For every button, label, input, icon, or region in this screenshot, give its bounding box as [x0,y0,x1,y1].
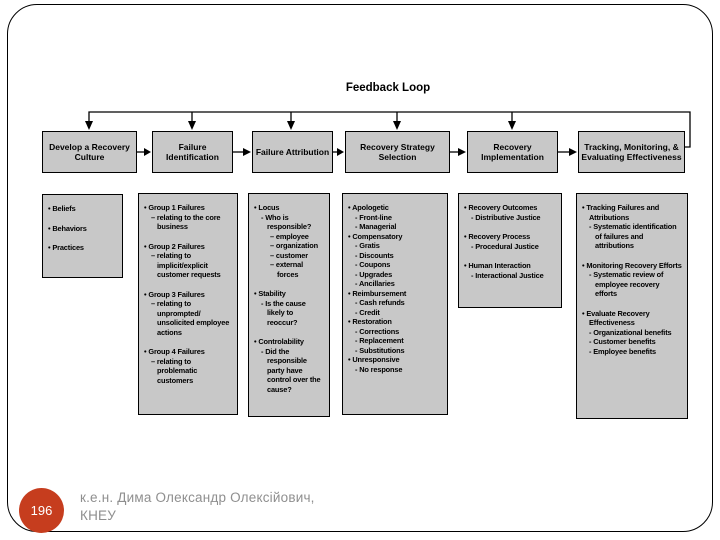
detail-line: • Evaluate Recovery Effectiveness [582,308,650,328]
slide-border-frame [7,4,713,532]
detail-line: • Beliefs [48,204,76,213]
detail-line: • Group 3 Failures [144,289,205,299]
detail-line: - Front-line [355,212,392,222]
detail-line: - Systematic review of employee recovery… [589,270,664,298]
detail-line: – organization [270,241,318,250]
detail-box-implementation: • Recovery Outcomes- Distributive Justic… [458,193,562,308]
detail-line: - Replacement [355,336,404,345]
footer-credit-line2: КНЕУ [80,508,116,523]
detail-line: - Who is responsible? [261,212,312,232]
detail-line: • Tracking Failures and Attributions [582,203,660,222]
detail-line: – relating to the core business [151,212,221,232]
detail-line: – customer [270,250,308,260]
detail-line: - Credit [355,307,380,317]
detail-box-tracking: • Tracking Failures and Attributions- Sy… [576,193,688,419]
detail-line: • Group 4 Failures [144,347,205,356]
detail-line: • Locus [254,203,280,212]
detail-line: • Reimbursement [348,288,407,298]
detail-line: - Systematic identification of failures … [589,222,677,250]
footer-credit-line1: к.е.н. Дима Олександр Олексійович, [80,490,315,505]
page-number-badge: 196 [19,488,64,533]
detail-line: - Interactional Justice [471,270,544,280]
detail-line: - Employee benefits [589,346,656,356]
detail-line: • Behaviors [48,223,87,233]
detail-line: - Ancillaries [355,279,395,288]
detail-line: - Organizational benefits [589,327,672,337]
detail-line: - Cash refunds [355,298,405,307]
detail-line: • Restoration [348,317,392,326]
detail-line: – relating to problematic customers [151,356,198,385]
stage-box-tracking-monitoring: Tracking, Monitoring, & Evaluating Effec… [578,131,685,173]
detail-line: • Unresponsive [348,355,400,364]
detail-line: • Human Interaction [464,261,531,270]
feedback-loop-title: Feedback Loop [345,82,431,94]
detail-line: • Recovery Outcomes [464,203,538,212]
detail-line: - Procedural Justice [471,241,539,251]
detail-line: - Discounts [355,250,394,260]
footer-credit: к.е.н. Дима Олександр Олексійович, КНЕУ [80,489,315,525]
detail-line: - Managerial [355,222,397,231]
detail-line: • Group 1 Failures [144,203,205,212]
detail-line: - Corrections [355,326,400,336]
detail-line: • Controlability [254,337,304,346]
detail-box-strategy-selection: • Apologetic- Front-line- Managerial• Co… [342,193,448,415]
detail-line: • Apologetic [348,203,389,212]
detail-line: - Coupons [355,260,391,269]
detail-line: - Distributive Justice [471,212,541,222]
detail-line: - Upgrades [355,269,393,279]
detail-line: – employee [270,231,309,241]
detail-line: - Customer benefits [589,337,656,346]
stage-box-develop-recovery-culture: Develop a Recovery Culture [42,131,137,173]
detail-line: - No response [355,364,403,374]
detail-box-failure-attribution: • Locus- Who is responsible?– employee– … [248,193,330,417]
detail-line: - Gratis [355,241,380,250]
detail-line: • Compensatory [348,231,403,241]
detail-box-failure-identification: • Group 1 Failures– relating to the core… [138,193,238,415]
detail-box-recovery-culture: • Beliefs • Behaviors • Practices [42,194,123,278]
stage-box-failure-attribution: Failure Attribution [252,131,333,173]
detail-line: • Monitoring Recovery Efforts [582,260,682,270]
detail-line: • Recovery Process [464,232,531,241]
detail-line: – relating to unprompted/ unsolicited em… [151,299,230,337]
stage-box-recovery-strategy-selection: Recovery Strategy Selection [345,131,450,173]
detail-line: • Stability [254,289,286,298]
page-number: 196 [30,503,53,518]
detail-line: – relating to implicit/explicit customer… [151,251,221,279]
detail-line: - Substitutions [355,345,405,355]
detail-line: – external forces [270,260,304,279]
stage-box-failure-identification: Failure Identification [152,131,233,173]
detail-line: - Is the cause likely to reoccur? [261,298,306,327]
detail-line: • Practices [48,243,84,252]
stage-box-recovery-implementation: Recovery Implementation [467,131,558,173]
detail-line: • Group 2 Failures [144,241,205,251]
detail-line: - Did the responsible party have control… [261,346,321,394]
